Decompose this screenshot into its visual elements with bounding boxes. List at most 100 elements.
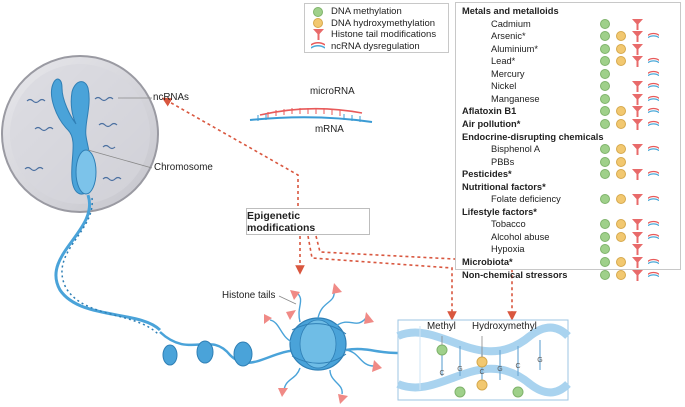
red-funnel-icon: [632, 219, 643, 231]
green-circle-icon: [600, 169, 610, 180]
legend-label: Histone tail modifications: [331, 29, 437, 41]
rna-strand-icon: [648, 233, 659, 240]
chromosome-label: Chromosome: [154, 162, 213, 173]
rna-strand-icon: [648, 33, 659, 39]
epigenetic-modifications-box: Epigenetic modifications: [246, 208, 370, 235]
stressor-row: Metals and metalloids: [462, 5, 676, 18]
base-letter: C: [479, 369, 484, 376]
microrna-label: microRNA: [310, 86, 355, 97]
red-funnel-icon: [632, 56, 643, 68]
red-funnel-icon: [632, 194, 643, 206]
stressor-label: Nutritional factors*: [462, 181, 546, 192]
stressor-label: Pesticides*: [462, 169, 512, 180]
stressor-row: Tobacco: [462, 218, 676, 231]
stressor-label: Nickel: [491, 81, 517, 92]
red-funnel-icon: [632, 269, 643, 281]
stressor-row: Hypoxia: [462, 243, 676, 256]
histone-tails-label: Histone tails: [222, 290, 276, 301]
stressor-row: Pesticides*: [462, 168, 676, 181]
yellow-circle-icon: [616, 169, 626, 180]
legend-row-methylation: DNA methylation: [311, 6, 442, 18]
green-circle-icon: [600, 231, 610, 242]
base-letter: G: [457, 366, 462, 373]
green-circle-icon: [600, 244, 610, 255]
yellow-circle-icon: [616, 156, 626, 167]
green-circle-icon: [600, 93, 610, 104]
stressor-label: Non-chemical stressors: [462, 269, 568, 280]
yellow-circle-icon: [616, 56, 626, 67]
stressor-label: Bisphenol A: [491, 144, 541, 155]
legend-row-hydroxymethylation: DNA hydroxymethylation: [311, 18, 442, 30]
green-circle-icon: [600, 269, 610, 280]
yellow-circle-icon: [616, 31, 626, 42]
stressor-label: Mercury: [491, 68, 525, 79]
stressor-label: Microbiota*: [462, 257, 513, 267]
base-letter: C: [515, 363, 520, 370]
stressor-row: Nickel: [462, 80, 676, 93]
legend-row-ncrna: ncRNA dysregulation: [311, 41, 442, 53]
stressor-label: Tobacco: [491, 219, 526, 230]
green-circle-icon: [600, 81, 610, 92]
mrna-strand: [249, 116, 373, 123]
green-circle-icon: [600, 257, 610, 267]
red-funnel-icon: [632, 244, 643, 256]
base-letter: C: [439, 370, 444, 377]
mrna-label: mRNA: [315, 124, 344, 135]
dashed-arrows: [161, 97, 517, 321]
rna-strand-icon: [648, 83, 659, 89]
large-nucleosome: [289, 317, 347, 371]
stressor-row: Non-chemical stressors: [462, 269, 676, 282]
green-circle-icon: [600, 43, 610, 54]
hydroxymethyl-label: Hydroxymethyl: [472, 321, 537, 332]
stressor-row: Manganese: [462, 93, 676, 106]
stressor-row: Alcohol abuse: [462, 231, 676, 244]
rna-strand-icon: [648, 258, 659, 265]
rna-strand-icon: [648, 196, 659, 202]
stressor-label: Aflatoxin B1: [462, 106, 517, 117]
stressor-label: Folate deficiency: [491, 194, 561, 205]
stressor-row: Cadmium: [462, 18, 676, 31]
green-circle-icon: [600, 156, 610, 167]
green-circle-icon: [600, 194, 610, 205]
yellow-circle-icon: [616, 144, 626, 155]
green-circle-icon: [600, 56, 610, 67]
legend-box: DNA methylation DNA hydroxymethylation H…: [304, 3, 449, 53]
yellow-circle-icon: [616, 43, 626, 54]
stressor-label: Cadmium: [491, 18, 531, 29]
yellow-circle-icon: [616, 257, 626, 267]
stressor-row: Microbiota*: [462, 256, 676, 269]
stressor-row: Arsenic*: [462, 30, 676, 43]
dna-base-letters: C G C G C G: [439, 357, 542, 377]
green-circle-icon: [313, 6, 323, 17]
microrna-strand: [259, 107, 363, 116]
stressor-label: PBBs: [491, 156, 515, 167]
stressor-row: Nutritional factors*: [462, 181, 676, 194]
legend-label: ncRNA dysregulation: [331, 40, 420, 52]
red-funnel-icon: [632, 81, 643, 93]
dna-strand: [54, 194, 162, 332]
stressor-label: Lead*: [491, 56, 516, 67]
stressor-row: Air pollution*: [462, 118, 676, 131]
base-letter: G: [497, 366, 502, 373]
red-funnel-icon: [632, 93, 643, 105]
rna-strand-icon: [648, 171, 659, 177]
rna-strand-icon: [648, 108, 659, 114]
rna-strand-icon: [648, 271, 659, 277]
red-funnel-icon: [632, 144, 643, 156]
stressor-label: Air pollution*: [462, 118, 521, 129]
stressor-row: Aflatoxin B1: [462, 105, 676, 118]
red-funnel-icon: [632, 18, 643, 30]
stressor-row: Lead*: [462, 55, 676, 68]
red-funnel-icon: [632, 257, 643, 268]
green-circle-icon: [600, 144, 610, 155]
rna-strand-icon: [648, 145, 659, 152]
green-circle-icon: [600, 118, 610, 129]
stressor-label: Hypoxia: [491, 244, 525, 255]
stressor-row: Bisphenol A: [462, 143, 676, 156]
stressor-row: PBBs: [462, 156, 676, 169]
red-funnel-icon: [632, 31, 643, 43]
nuclear-rna-squiggles: [24, 96, 122, 182]
red-funnel-icon: [632, 169, 643, 181]
